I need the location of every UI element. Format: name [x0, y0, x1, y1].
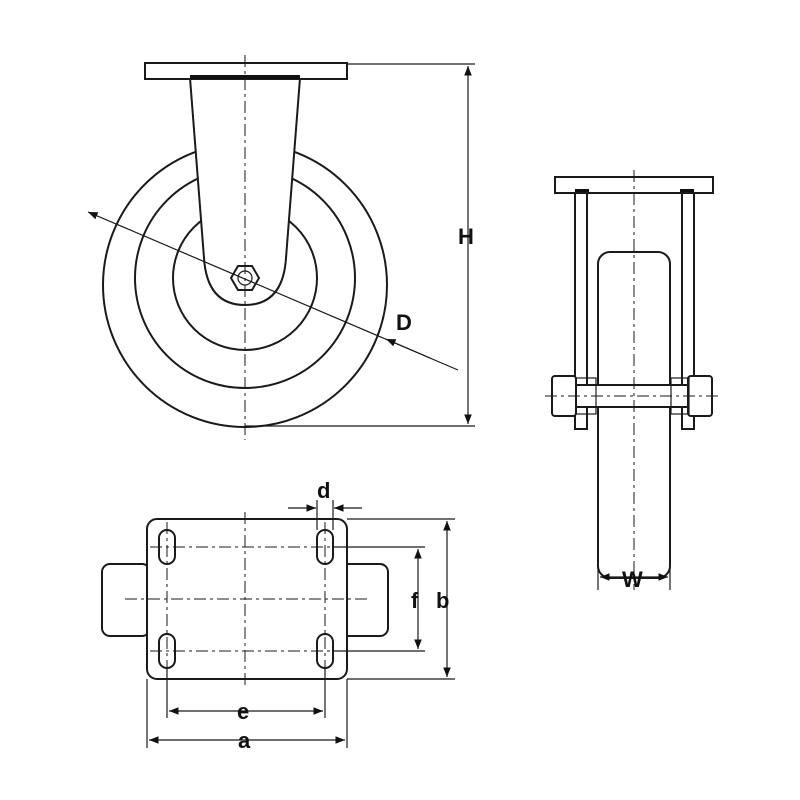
plate-width-label: b — [436, 588, 449, 613]
front-view: W — [545, 170, 720, 592]
front-wheel — [597, 251, 671, 579]
side-view: D H — [87, 55, 475, 440]
width-label: W — [622, 567, 643, 592]
diameter-label: D — [396, 310, 412, 335]
top-plate-weld — [190, 75, 300, 79]
front-plate-weld-right — [680, 189, 694, 194]
plate-length-label: a — [238, 728, 251, 753]
hole-spacing-label: e — [237, 699, 249, 724]
fork-leg-right — [681, 192, 695, 430]
diameter-arrow-right — [385, 338, 431, 359]
hole-vspacing-label: f — [411, 588, 419, 613]
top-wheel-left-part — [101, 563, 151, 637]
front-plate-weld-left — [575, 189, 589, 194]
slot-width-label: d — [317, 478, 330, 503]
top-view: d e a f b — [101, 478, 455, 753]
fork-leg-left — [574, 192, 588, 430]
fork-bracket — [188, 77, 302, 307]
height-label: H — [458, 224, 474, 249]
